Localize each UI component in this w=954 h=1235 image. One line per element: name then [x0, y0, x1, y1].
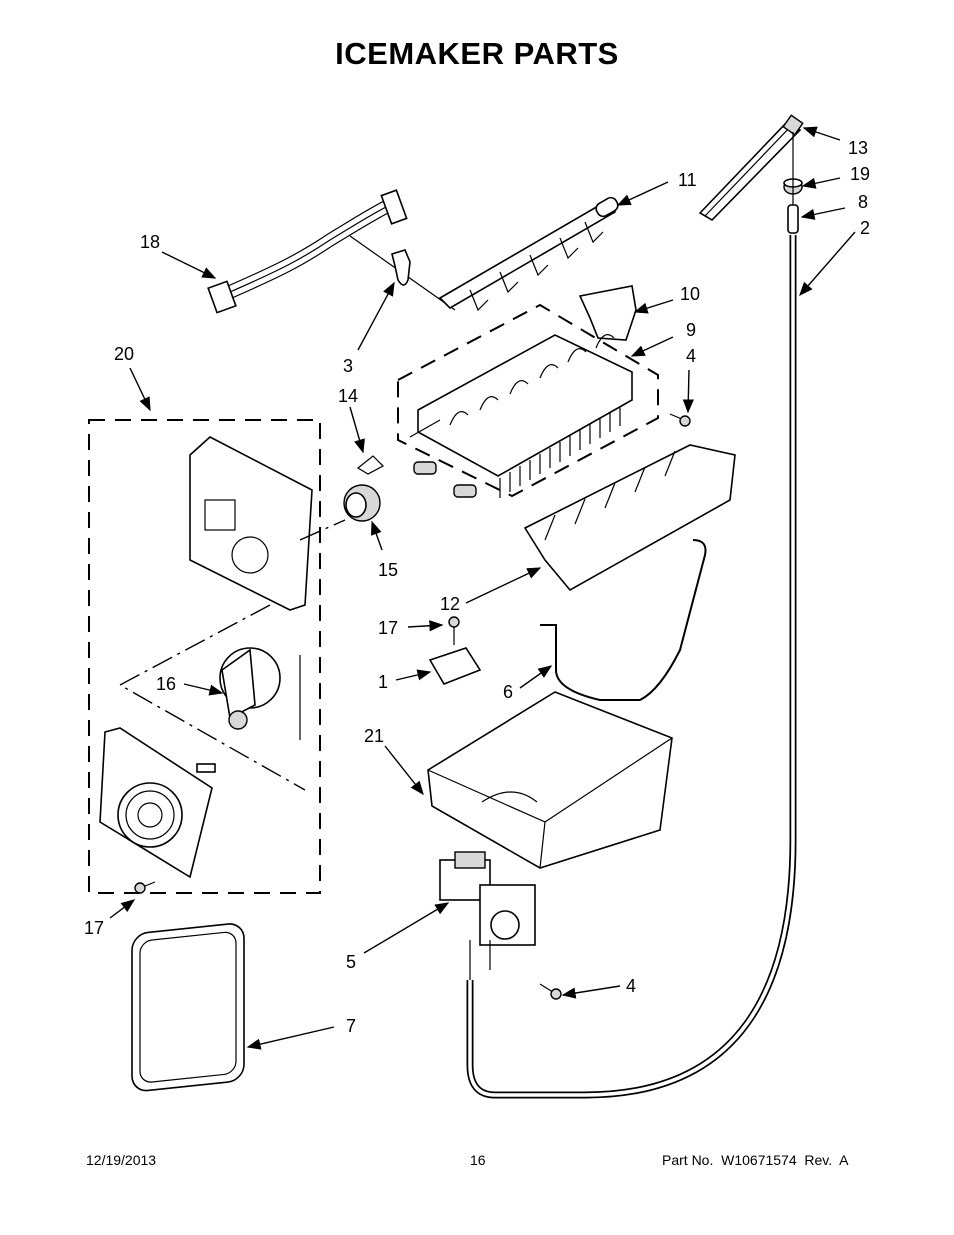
callout-20: 20 — [114, 344, 134, 364]
wire-harness — [207, 189, 456, 314]
callout-12: 12 — [440, 594, 460, 614]
drive-motor — [219, 647, 301, 740]
water-valve — [439, 851, 536, 980]
tube-fitting — [787, 132, 799, 234]
screw-valve — [539, 983, 562, 1000]
callout-17-middle: 17 — [378, 618, 398, 638]
screw-middle — [448, 616, 460, 645]
ice-bin — [427, 691, 673, 869]
callout-21: 21 — [364, 726, 384, 746]
callout-11: 11 — [678, 170, 697, 190]
footer-page-number: 16 — [470, 1152, 486, 1168]
footer-date: 12/19/2013 — [86, 1152, 157, 1168]
shutoff-arm — [540, 539, 707, 701]
callout-leaders — [109, 126, 856, 1050]
mold-cover — [523, 444, 736, 592]
thermostat-cap — [343, 484, 381, 522]
callout-19: 19 — [850, 164, 870, 184]
callout-16: 16 — [156, 674, 176, 694]
shutoff-arm-bracket — [578, 285, 637, 341]
screw-lower — [134, 881, 156, 894]
callout-1: 1 — [378, 672, 388, 692]
ice-mold — [409, 334, 633, 498]
callout-2: 2 — [860, 218, 870, 238]
callout-5: 5 — [346, 952, 356, 972]
thermostat-clip — [356, 455, 384, 475]
callout-3: 3 — [343, 356, 353, 376]
harness-clip — [391, 249, 411, 286]
page-title: ICEMAKER PARTS — [335, 36, 619, 71]
callout-7: 7 — [346, 1016, 356, 1036]
fill-tube — [698, 114, 804, 222]
callout-4-lower: 4 — [626, 976, 636, 996]
icemaker-cover — [131, 923, 245, 1092]
mounting-bracket — [428, 647, 482, 685]
callout-4-upper: 4 — [686, 346, 696, 366]
callout-17-lower: 17 — [84, 918, 104, 938]
callout-15: 15 — [378, 560, 398, 580]
callout-14: 14 — [338, 386, 358, 406]
screw-upper — [669, 413, 691, 427]
callout-13: 13 — [848, 138, 868, 158]
callout-labels: 13 19 8 2 11 18 10 9 4 3 20 14 15 12 17 … — [84, 138, 870, 1036]
callout-18: 18 — [140, 232, 160, 252]
callout-8: 8 — [858, 192, 868, 212]
ejector-assembly — [438, 196, 619, 312]
control-plate — [99, 727, 216, 879]
callout-6: 6 — [503, 682, 513, 702]
control-housing — [189, 436, 313, 611]
callout-9: 9 — [686, 320, 696, 340]
callout-10: 10 — [680, 284, 700, 304]
footer-part-number: Part No. W10671574 Rev. A — [662, 1152, 849, 1168]
